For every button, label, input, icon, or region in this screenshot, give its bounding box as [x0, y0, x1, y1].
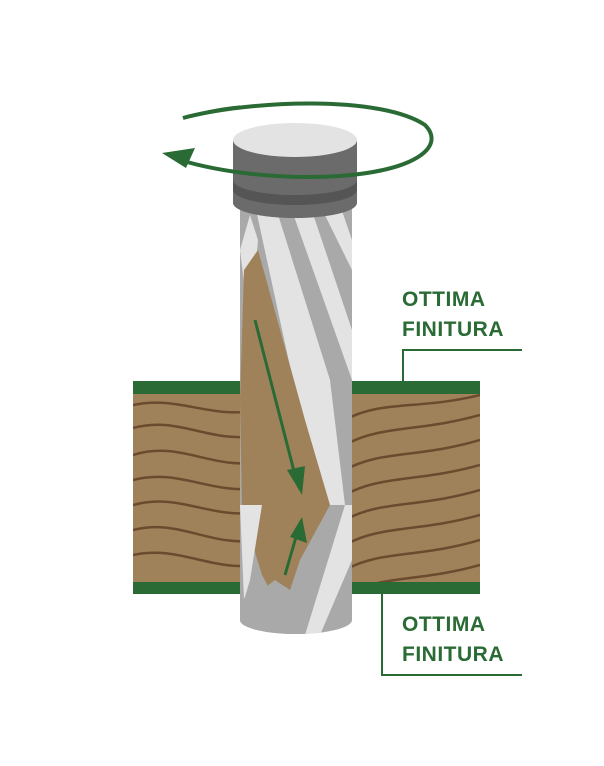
top-leader-line — [402, 349, 522, 381]
router-bit — [240, 205, 352, 634]
bottom-finish-label: OTTIMA FINITURA — [402, 610, 504, 670]
bit-shank — [233, 123, 357, 218]
top-label-line2: FINITURA — [402, 318, 504, 341]
arrowhead-icon — [287, 466, 305, 495]
bottom-leader-line — [381, 594, 522, 676]
rotation-arrowhead-icon — [162, 148, 195, 168]
bottom-label-line1: OTTIMA — [402, 613, 486, 636]
arrowhead-icon — [290, 517, 307, 543]
chip-flow-down-arrow — [253, 319, 297, 476]
top-finish-label: OTTIMA FINITURA — [402, 285, 504, 345]
bottom-label-line2: FINITURA — [402, 643, 504, 666]
rotation-arrow — [162, 101, 434, 180]
wood-grain — [133, 394, 480, 582]
top-label-line1: OTTIMA — [402, 288, 486, 311]
